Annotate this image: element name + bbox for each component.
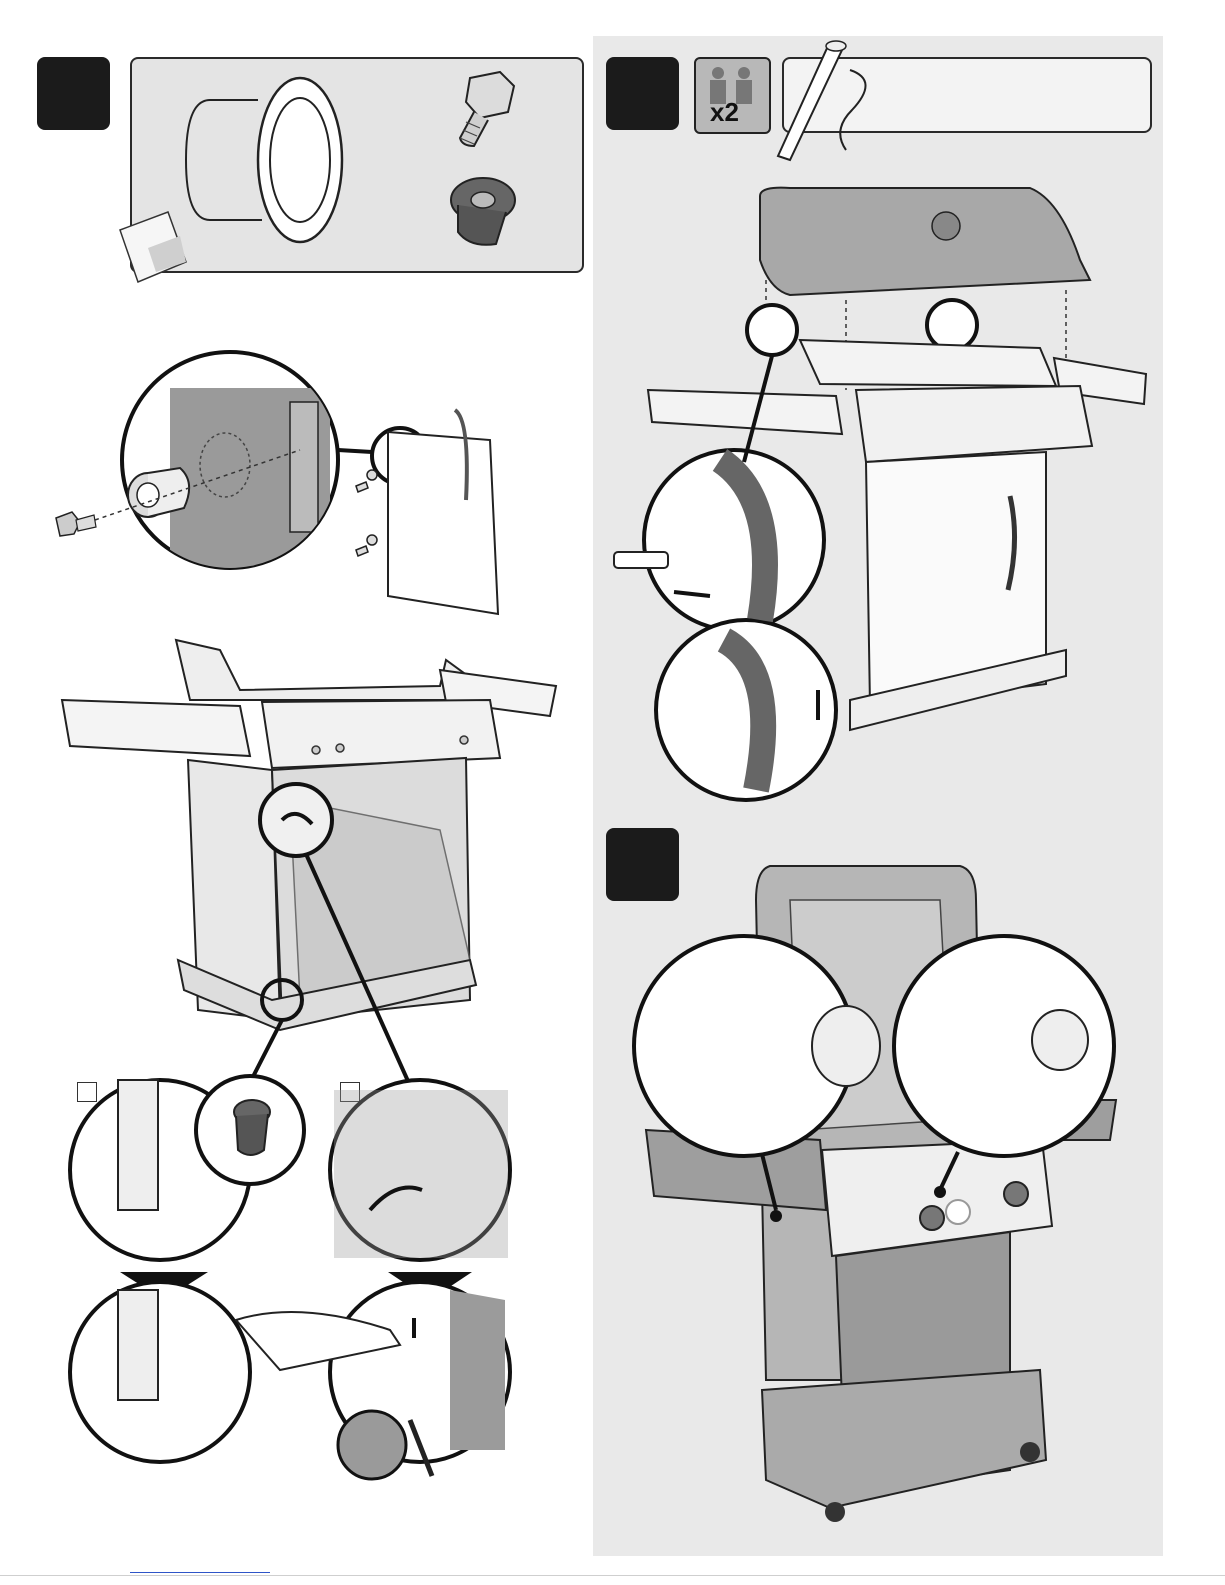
footer-rule	[0, 1575, 1225, 1576]
footer-link-underline	[130, 1572, 270, 1573]
